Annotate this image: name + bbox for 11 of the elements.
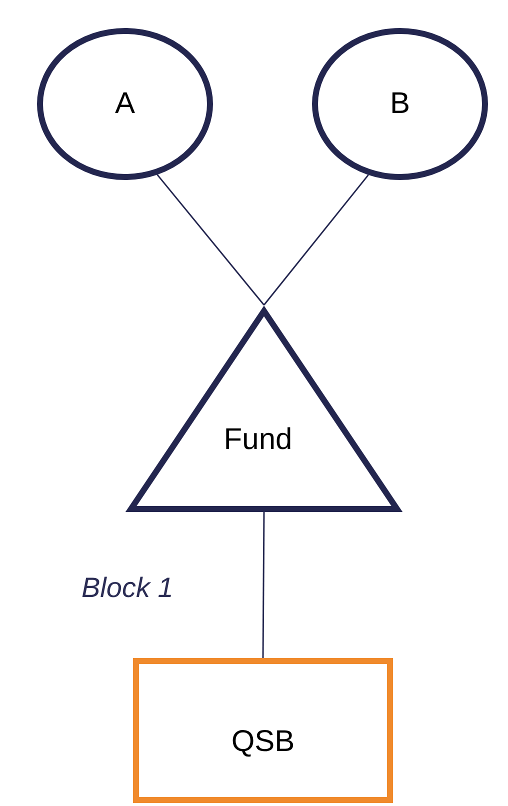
node-label: Fund	[224, 423, 292, 457]
rectangle-node	[133, 658, 393, 803]
ellipse-node	[37, 28, 213, 180]
connector-line	[156, 174, 265, 306]
node-label: QSB	[231, 725, 295, 759]
connector-line	[263, 174, 369, 306]
connector-line	[262, 512, 265, 658]
triangle-node	[128, 305, 400, 512]
node-label: B	[390, 87, 410, 121]
node-label: A	[115, 87, 135, 121]
ellipse-node	[312, 28, 488, 180]
